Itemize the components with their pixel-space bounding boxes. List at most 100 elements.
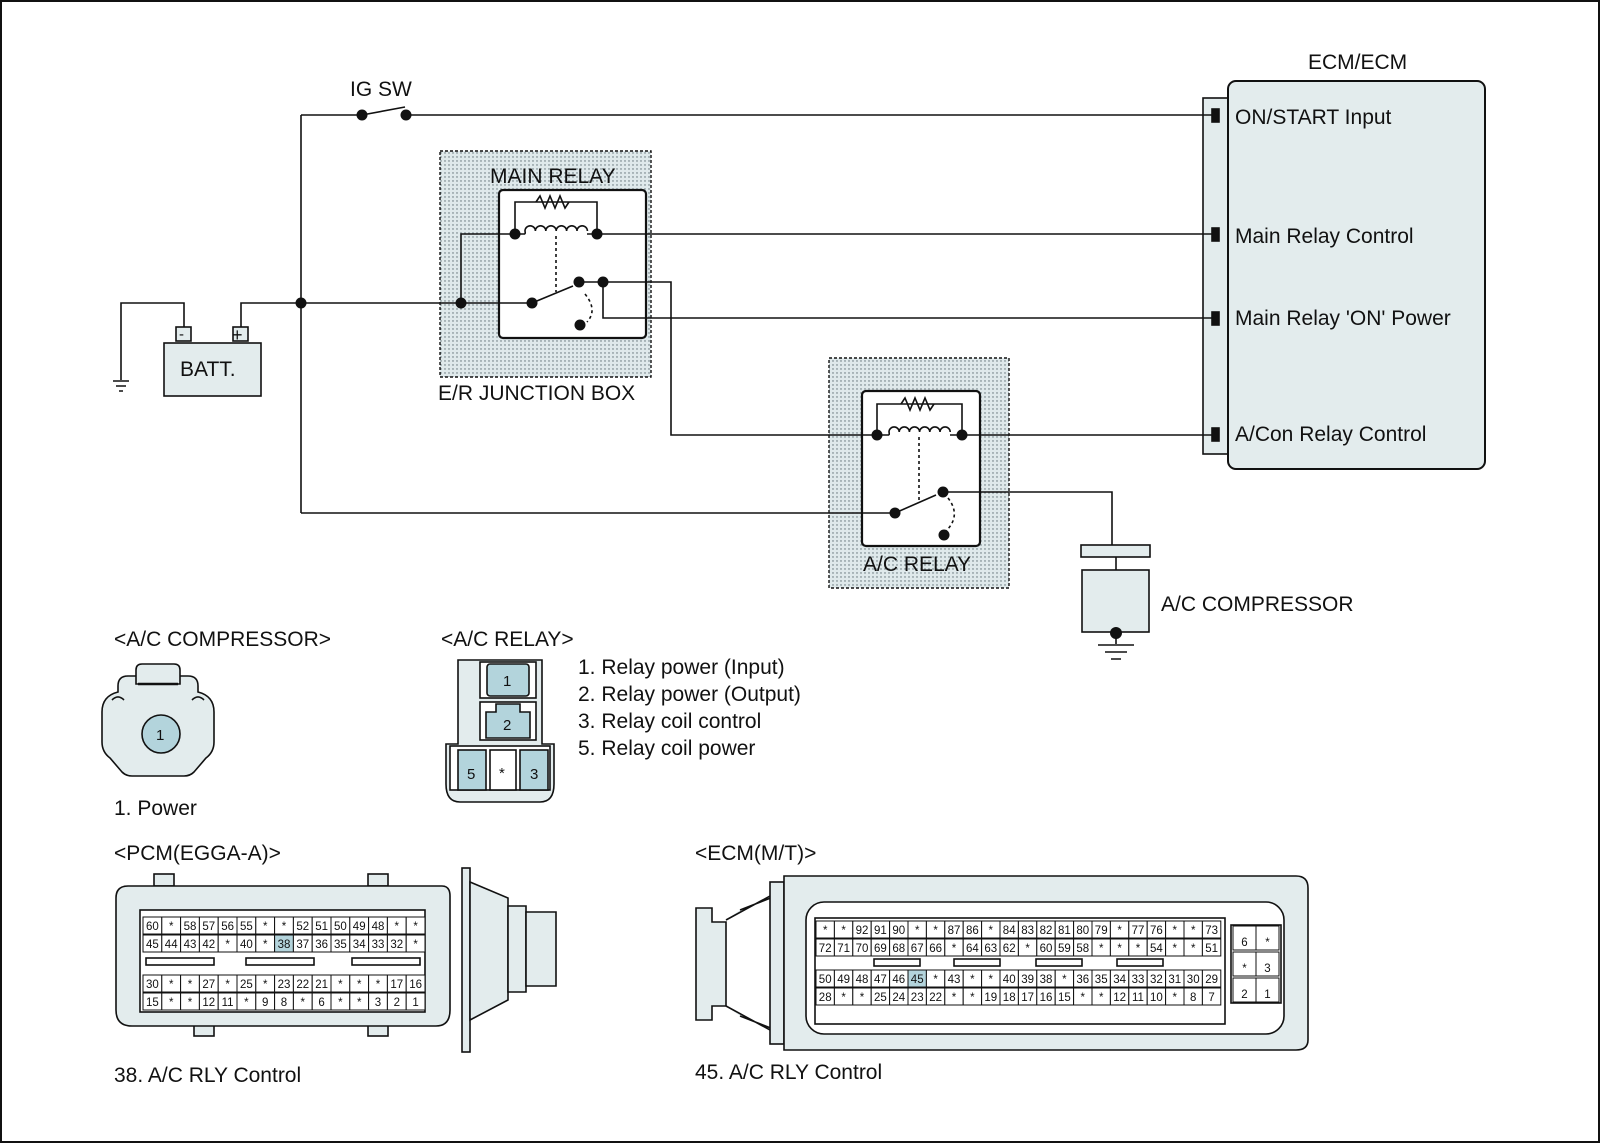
main-relay-coil-feed — [460, 233, 515, 303]
pin-label: 31 — [1168, 974, 1181, 986]
pin-label: 59 — [1058, 943, 1071, 955]
pin-label: 36 — [1076, 974, 1089, 986]
pin-label: * — [1173, 943, 1178, 955]
pin-label: 51 — [315, 921, 328, 933]
pin-label: * — [357, 979, 362, 991]
pin-label: 12 — [1113, 992, 1126, 1004]
pin-label: 35 — [334, 939, 347, 951]
pin-label: 27 — [202, 979, 215, 991]
pin-label: * — [244, 997, 249, 1009]
ac-relay-label: A/C RELAY — [863, 553, 971, 576]
pin-label: * — [225, 939, 230, 951]
pin-label: 22 — [296, 979, 309, 991]
compressor-pin-1: 1 — [156, 727, 164, 744]
pin-label: 54 — [1150, 943, 1163, 955]
pin-label: * — [1117, 943, 1122, 955]
pin-label: 52 — [296, 921, 309, 933]
pin-label: * — [413, 939, 418, 951]
pin-label: * — [1099, 992, 1104, 1004]
pin-label: 48 — [372, 921, 385, 933]
pcm-connector-title: <PCM(EGGA-A)> — [114, 842, 281, 865]
ac-relay-pin-blank: * — [499, 765, 505, 782]
pin-cell — [1255, 951, 1280, 977]
ac-relay-pin-5: 5 — [467, 766, 475, 783]
pin-label: 55 — [240, 921, 253, 933]
pin-label: * — [860, 992, 865, 1004]
ig-sw-contact — [361, 106, 406, 116]
pin-label: * — [225, 979, 230, 991]
pin-label: 44 — [165, 939, 178, 951]
pin-label: 60 — [1040, 943, 1053, 955]
pin-label: 17 — [1021, 992, 1034, 1004]
ac-compressor-label: A/C COMPRESSOR — [1161, 593, 1354, 616]
pin-label: 49 — [353, 921, 366, 933]
pin-label: 11 — [222, 997, 234, 1009]
pin-label: * — [1173, 925, 1178, 937]
pin-label: 71 — [837, 943, 850, 955]
pin-label: 30 — [1187, 974, 1200, 986]
pin-cell — [1201, 938, 1222, 957]
pin-label: 67 — [911, 943, 924, 955]
pin-label: 24 — [892, 992, 905, 1004]
pcm-caption: 38. A/C RLY Control — [114, 1064, 301, 1087]
battery-body — [163, 342, 262, 397]
pin-label: * — [1062, 974, 1067, 986]
pin-label: 80 — [1076, 925, 1089, 937]
pin-label: * — [841, 925, 846, 937]
pin-label: 16 — [1040, 992, 1053, 1004]
pin-label: * — [1191, 925, 1196, 937]
ac-relay-resistor — [900, 395, 935, 413]
pin-label: 36 — [315, 939, 328, 951]
ac-relay-legend-3: 3. Relay coil control — [578, 710, 761, 733]
pin-label: 32 — [1150, 974, 1163, 986]
pin-label: 70 — [856, 943, 869, 955]
ecm-mt-caption: 45. A/C RLY Control — [695, 1061, 882, 1084]
pin-label: * — [989, 925, 994, 937]
schematic — [113, 80, 1486, 660]
pin-label: 3 — [375, 997, 381, 1009]
battery-label: BATT. — [180, 358, 236, 381]
pin-label: 37 — [296, 939, 309, 951]
ac-relay-switch-blade — [894, 494, 937, 514]
ac-relay-coil-frame — [876, 403, 963, 435]
ac-relay-legend-2: 2. Relay power (Output) — [578, 683, 801, 706]
pin-label: 83 — [1021, 925, 1034, 937]
pin-label: 76 — [1150, 925, 1163, 937]
pin-label: * — [263, 979, 268, 991]
pin-label: 40 — [240, 939, 253, 951]
pin-label: 90 — [892, 925, 905, 937]
pin-label: 43 — [948, 974, 961, 986]
pin-label: * — [376, 979, 381, 991]
pin-cell — [1255, 925, 1280, 951]
pin-label: 49 — [837, 974, 850, 986]
pin-label: * — [282, 921, 287, 933]
pin-label: 8 — [1190, 992, 1196, 1004]
pin-label: * — [1099, 943, 1104, 955]
pin-label: 18 — [1003, 992, 1016, 1004]
pin-label: * — [915, 925, 920, 937]
pin-label: 91 — [874, 925, 887, 937]
pin-label: 10 — [1150, 992, 1163, 1004]
pin-label: 87 — [948, 925, 961, 937]
pin-label: 77 — [1132, 925, 1145, 937]
pin-label: 64 — [966, 943, 979, 955]
compressor-clutch-plate — [1080, 544, 1151, 558]
ecm-connector-strip — [1202, 97, 1229, 455]
pin-label: * — [970, 992, 975, 1004]
pin-cell — [1201, 987, 1222, 1006]
main-relay-resistor — [535, 193, 570, 211]
pin-cell — [1255, 977, 1280, 1003]
pin-label: * — [841, 992, 846, 1004]
pin-label: 39 — [1021, 974, 1034, 986]
main-relay-body — [497, 188, 648, 340]
pin-label: 51 — [1205, 943, 1218, 955]
pin-label: 50 — [334, 921, 347, 933]
pin-label: 33 — [1132, 974, 1145, 986]
pin-label: 66 — [929, 943, 942, 955]
compressor-connector-title: <A/C COMPRESSOR> — [114, 628, 331, 651]
pin-label: 3 — [1264, 963, 1270, 975]
pin-label: 58 — [1076, 943, 1089, 955]
pin-label: * — [263, 921, 268, 933]
pin-label: 28 — [819, 992, 832, 1004]
